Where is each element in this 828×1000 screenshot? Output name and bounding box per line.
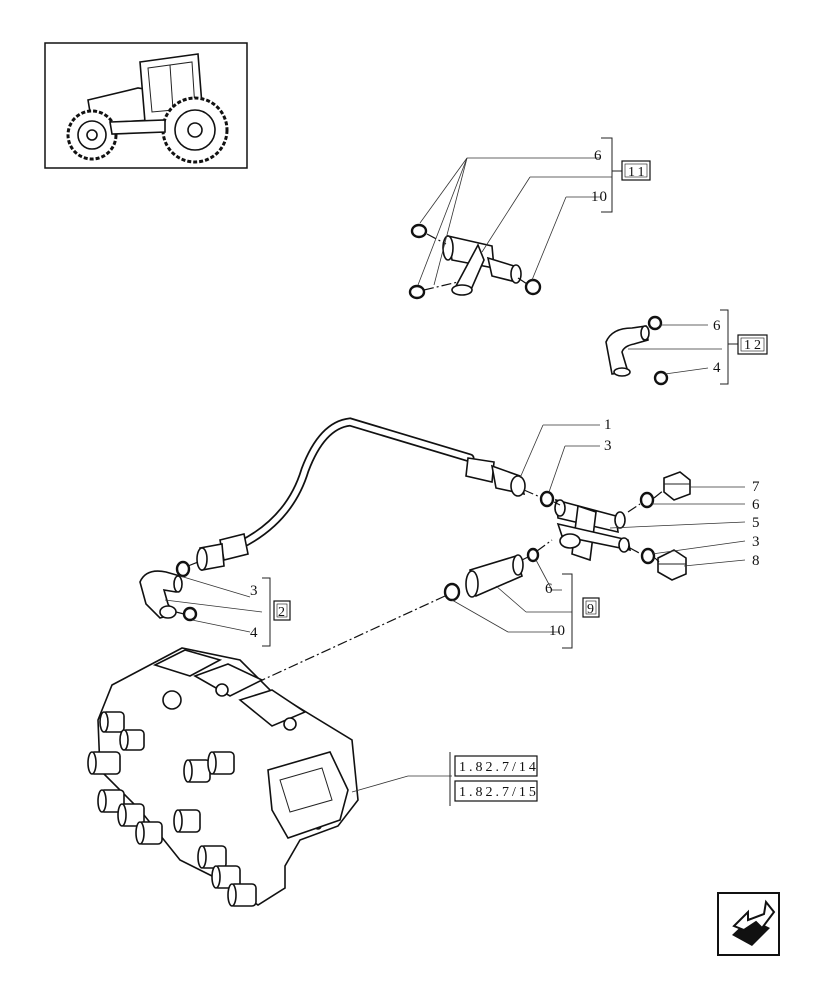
o-ring-2-upper	[175, 560, 191, 578]
o-ring-right-11	[524, 278, 542, 296]
quick-couplers	[87, 711, 257, 907]
callout-12-part-b: 4	[713, 360, 722, 376]
o-ring-3-lower	[640, 547, 656, 565]
ref-link-1[interactable]: 1.82.7/14	[459, 760, 539, 775]
fitting-1	[510, 475, 526, 497]
group-2-assembly: 3 4 2	[139, 560, 291, 647]
o-ring-lower-11	[408, 284, 426, 300]
tractor-thumbnail	[44, 42, 248, 169]
cross-reference-boxes: 1.82.7/14 1.82.7/15	[351, 752, 539, 806]
callout-11-part-a: 6	[594, 148, 603, 164]
callout-2-part-b: 4	[250, 625, 259, 641]
o-ring-upper-12	[647, 315, 663, 331]
ref-box-12: 12	[744, 338, 764, 353]
hydraulic-hose	[196, 417, 526, 571]
tee-fitting-11	[442, 234, 522, 296]
callout-7: 7	[752, 479, 761, 495]
o-ring-6-right	[639, 491, 655, 509]
elbow-fitting-12	[605, 325, 649, 375]
cross-fitting	[554, 498, 632, 562]
callout-9-part-a: 6	[545, 581, 554, 597]
o-ring-lower-12	[653, 370, 669, 386]
o-ring-3-upper	[539, 490, 555, 508]
callout-3-lower: 3	[752, 534, 761, 550]
plug-8	[657, 549, 687, 581]
ref-box-11: 11	[628, 165, 647, 180]
group-11-assembly: 6 10 11	[408, 137, 651, 300]
assembly-axis-line	[257, 595, 446, 683]
o-ring-9-lower	[443, 582, 461, 602]
callout-8: 8	[752, 553, 761, 569]
ref-box-9: 9	[587, 602, 597, 617]
main-leaders	[519, 424, 746, 567]
ref-box-2: 2	[278, 605, 288, 620]
group-12-assembly: 6 4 12	[605, 309, 768, 386]
o-ring-2-lower	[182, 606, 198, 622]
callout-2-part-a: 3	[250, 583, 259, 599]
callout-12-part-a: 6	[713, 318, 722, 334]
plug-7	[663, 471, 691, 501]
callout-5: 5	[752, 515, 761, 531]
callout-9-part-b: 10	[549, 623, 566, 639]
callout-3-upper: 3	[604, 438, 613, 454]
o-ring-upper-11	[410, 223, 428, 239]
page-forward-button[interactable]	[717, 892, 780, 956]
callout-6-right: 6	[752, 497, 761, 513]
tractor-icon	[66, 53, 229, 164]
page-forward-icon	[732, 899, 776, 946]
control-valve-block	[87, 647, 359, 907]
callout-1: 1	[604, 417, 613, 433]
callout-11-part-b: 10	[591, 189, 608, 205]
group-9-assembly: 6 10 9	[443, 539, 600, 649]
ref-link-2[interactable]: 1.82.7/15	[459, 785, 539, 800]
o-ring-9-upper	[526, 547, 540, 563]
